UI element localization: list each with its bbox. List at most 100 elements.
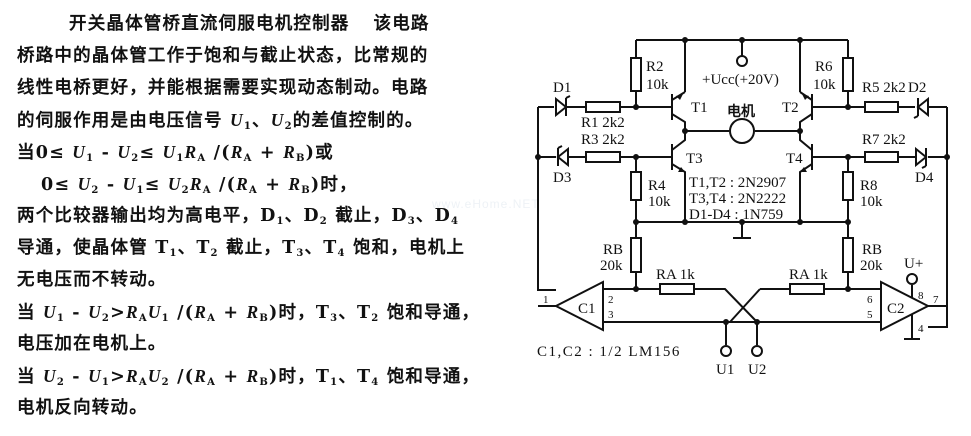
article-line-6: 0≤ U2 - U1≤ U2RA /(RA + RB)时， — [41, 174, 358, 196]
label-rb-right: RB — [862, 242, 882, 258]
label-t2: T2 — [782, 100, 799, 116]
u1-terminal — [720, 345, 732, 357]
label-r2: R2 — [646, 59, 664, 75]
resistor-r8 — [842, 171, 854, 201]
junction — [754, 319, 760, 325]
article-line-12: 当 U2 - U1>RAU2 /(RA + RB)时，T1、T4 饱和导通， — [17, 366, 481, 388]
ucc-terminal — [736, 55, 748, 67]
label-ra-right: RA 1k — [789, 267, 828, 283]
parts-list-item: D1-D4 : 1N759 — [689, 207, 783, 223]
article-line-1: 开关晶体管桥直流伺服电机控制器该电路 — [69, 14, 430, 34]
junction — [739, 219, 745, 225]
junction — [535, 154, 541, 160]
transistor-t3 — [671, 131, 686, 222]
value-r8: 10k — [860, 194, 883, 210]
label-t3: T3 — [686, 151, 703, 167]
diode-d4 — [915, 146, 928, 169]
junction — [682, 37, 688, 43]
pin-2: 2 — [608, 294, 614, 306]
watermark: www.eHome.NET — [432, 197, 540, 211]
label-r8: R8 — [860, 178, 878, 194]
article-line-8: 导通，使晶体管 T1、T2 截止，T3、T4 饱和，电机上 — [17, 238, 466, 259]
pin-1: 1 — [543, 294, 549, 306]
label-c1: C1 — [578, 301, 596, 317]
motor-label: 电机 — [727, 103, 755, 120]
transistor-t1 — [671, 91, 686, 131]
value-r6: 10k — [813, 77, 836, 93]
resistor-rb-right — [842, 237, 854, 273]
junction — [739, 37, 745, 43]
label-d2: D2 — [908, 80, 926, 96]
label-r6: R6 — [815, 59, 833, 75]
junction — [797, 37, 803, 43]
diode-d3 — [556, 145, 569, 168]
comparator-c2 — [880, 280, 948, 340]
supply-label: +Ucc(+20V) — [702, 72, 779, 88]
junction — [723, 319, 729, 325]
u-plus-terminal — [906, 273, 918, 285]
article-line-11: 电压加在电机上。 — [17, 334, 167, 354]
pin-3: 3 — [608, 309, 614, 321]
article-line-10: 当 U1 - U2>RAU1 /(RA + RB)时，T3、T2 饱和导通， — [17, 302, 481, 324]
diode-d1 — [555, 95, 571, 118]
article-line-3: 线性电桥更好，并能根据需要实现动态制动。电路 — [17, 78, 429, 98]
junction — [944, 154, 950, 160]
label-d3: D3 — [553, 170, 571, 186]
resistor-ra-left — [659, 283, 695, 295]
article-line-4: 的伺服作用是由电压信号 U1、U2的差值控制的。 — [17, 110, 424, 132]
article-line-2: 桥路中的晶体管工作于饱和与截止状态，比常规的 — [17, 46, 429, 66]
resistor-r2 — [630, 57, 642, 92]
label-r4: R4 — [648, 178, 666, 194]
resistor-r7 — [864, 151, 899, 163]
junction — [633, 286, 639, 292]
u2-terminal — [751, 345, 763, 357]
pin-4: 4 — [918, 323, 924, 335]
resistor-r3 — [585, 151, 621, 163]
diode-d2 — [913, 96, 929, 119]
article-title: 开关晶体管桥直流伺服电机控制器 — [69, 14, 350, 34]
resistor-r1 — [585, 101, 621, 113]
motor-icon — [729, 118, 755, 144]
pin-7: 7 — [933, 294, 939, 306]
transistor-t4 — [799, 131, 813, 222]
comparator-input-wires — [603, 288, 881, 323]
label-r3: R3 2k2 — [581, 132, 625, 148]
label-u1: U1 — [716, 362, 734, 378]
article-line-13: 电机反向转动。 — [17, 398, 148, 418]
label-d1: D1 — [553, 80, 571, 96]
label-ra-left: RA 1k — [656, 267, 695, 283]
label-t1: T1 — [691, 100, 708, 116]
wire — [635, 222, 849, 289]
resistor-rb-left — [630, 237, 642, 273]
label-r5: R5 2k2 — [862, 80, 906, 96]
pin-5: 5 — [867, 309, 873, 321]
value-r2: 10k — [646, 77, 669, 93]
junction — [845, 286, 851, 292]
label-rb-left: RB — [603, 242, 623, 258]
label-d4: D4 — [915, 170, 934, 186]
parts-list-item: T3,T4 : 2N2222 — [689, 191, 786, 207]
resistor-r4 — [630, 171, 642, 201]
junction — [633, 104, 639, 110]
label-c2: C2 — [887, 301, 905, 317]
label-u-plus: U+ — [904, 256, 923, 272]
parts-list-item: T1,T2 : 2N2907 — [689, 175, 787, 191]
article-line-9: 无电压而不转动。 — [17, 270, 167, 290]
transistor-t2 — [799, 91, 813, 131]
wire — [725, 322, 758, 345]
value-rb-left: 20k — [600, 258, 623, 274]
resistor-r5 — [864, 101, 899, 113]
resistor-r6 — [842, 57, 854, 92]
comparator-note: C1,C2 : 1/2 LM156 — [537, 344, 681, 360]
junction — [845, 104, 851, 110]
article-line-7: 两个比较器输出均为高电平，D1、D2 截止，D3、D4 — [17, 206, 460, 227]
comparator-c1 — [538, 280, 604, 332]
pin-8: 8 — [918, 290, 924, 302]
resistor-ra-right — [789, 283, 825, 295]
label-r7: R7 2k2 — [862, 132, 906, 148]
wire — [635, 157, 849, 222]
junction — [682, 219, 688, 225]
pin-6: 6 — [867, 294, 873, 306]
value-r4: 10k — [648, 194, 671, 210]
